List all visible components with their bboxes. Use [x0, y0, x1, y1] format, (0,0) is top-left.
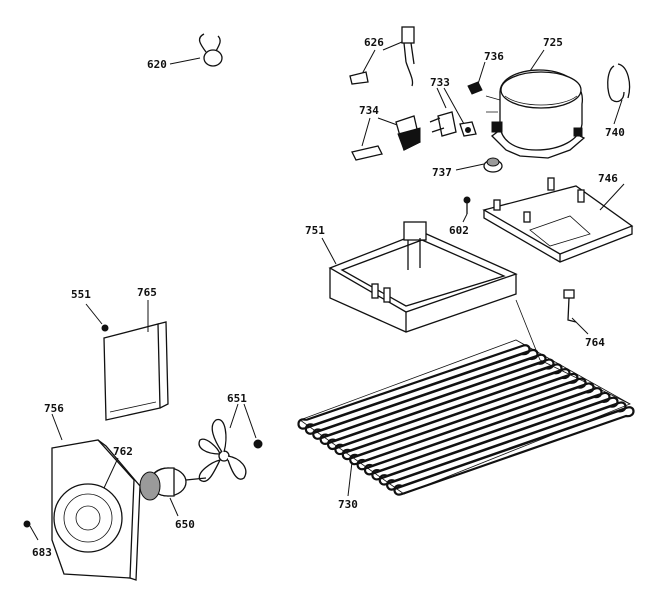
coil-highlight	[394, 406, 619, 486]
part-602-screw: 602	[449, 196, 471, 237]
part-765-duct-cover: 765	[103, 286, 169, 421]
label-740: 740	[605, 126, 625, 139]
part-551-screw: 551	[71, 288, 109, 332]
label-733: 733	[430, 76, 450, 89]
part-733-relay: 733	[429, 76, 477, 137]
coil-highlight	[372, 392, 595, 471]
label-764: 764	[585, 336, 605, 349]
part-683-screw: 683	[23, 520, 52, 559]
coil-highlight	[342, 373, 563, 450]
coil-highlight	[335, 368, 555, 445]
label-725: 725	[543, 36, 563, 49]
coil-highlight	[305, 349, 523, 425]
coil-highlight	[328, 363, 547, 440]
coil-highlight	[350, 378, 571, 455]
part-756-fan-shroud: 756 762	[44, 402, 141, 581]
label-762: 762	[113, 445, 133, 458]
part-751-drain-pan: 751	[305, 221, 518, 333]
part-626-overload: 626	[349, 26, 415, 87]
coil-frame	[515, 299, 631, 405]
part-736-clip: 736	[467, 50, 504, 95]
coil-highlight	[387, 402, 611, 481]
coil-highlight	[379, 397, 603, 476]
part-740-clip: 740	[605, 63, 631, 139]
part-730-condenser-coil	[297, 299, 635, 496]
label-756: 756	[44, 402, 64, 415]
label-551: 551	[71, 288, 91, 301]
label-650: 650	[175, 518, 195, 531]
part-737-grommet: 737	[432, 157, 503, 179]
label-751: 751	[305, 224, 325, 237]
label-737: 737	[432, 166, 452, 179]
label-620: 620	[147, 58, 167, 71]
coil-highlight	[313, 354, 531, 430]
part-734-terminal-cover: 734	[351, 104, 421, 161]
label-746: 746	[598, 172, 618, 185]
label-651: 651	[227, 392, 247, 405]
coil-loop	[393, 406, 635, 496]
label-736: 736	[484, 50, 504, 63]
part-764-bracket: 764	[563, 289, 605, 349]
part-746-base-plate: 746	[482, 172, 634, 263]
label-602: 602	[449, 224, 469, 237]
part-651-fan-blade: 651	[198, 392, 263, 483]
label-626: 626	[364, 36, 384, 49]
part-650-fan-motor: 650	[139, 467, 207, 531]
coil-highlight	[401, 411, 627, 491]
label-765: 765	[137, 286, 157, 299]
part-620-capacitor: 620	[147, 33, 223, 71]
label-683: 683	[32, 546, 52, 559]
label-734: 734	[359, 104, 379, 117]
coil-highlight	[364, 387, 587, 465]
part-725-compressor: 725	[485, 36, 586, 159]
coil-highlight	[320, 359, 539, 435]
label-730: 730	[338, 498, 358, 511]
coil-highlight	[357, 383, 579, 460]
